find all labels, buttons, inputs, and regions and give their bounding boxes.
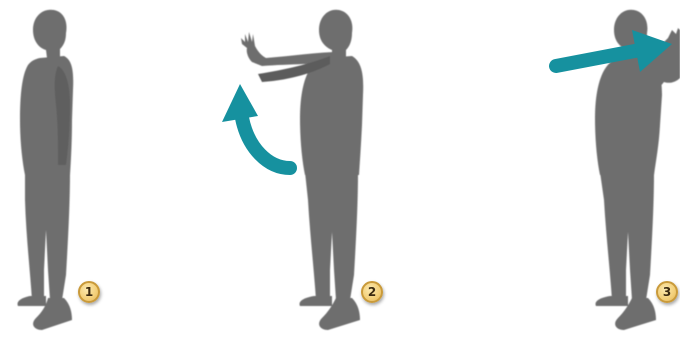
figure-2-arm-raised-silhouette xyxy=(241,10,363,330)
figure-1-standing-silhouette xyxy=(18,10,74,330)
step-3-badge: 3 xyxy=(656,281,678,303)
step-1-badge: 1 xyxy=(78,281,100,303)
curved-arrow-up-icon xyxy=(222,84,290,168)
step-2-badge: 2 xyxy=(361,281,383,303)
